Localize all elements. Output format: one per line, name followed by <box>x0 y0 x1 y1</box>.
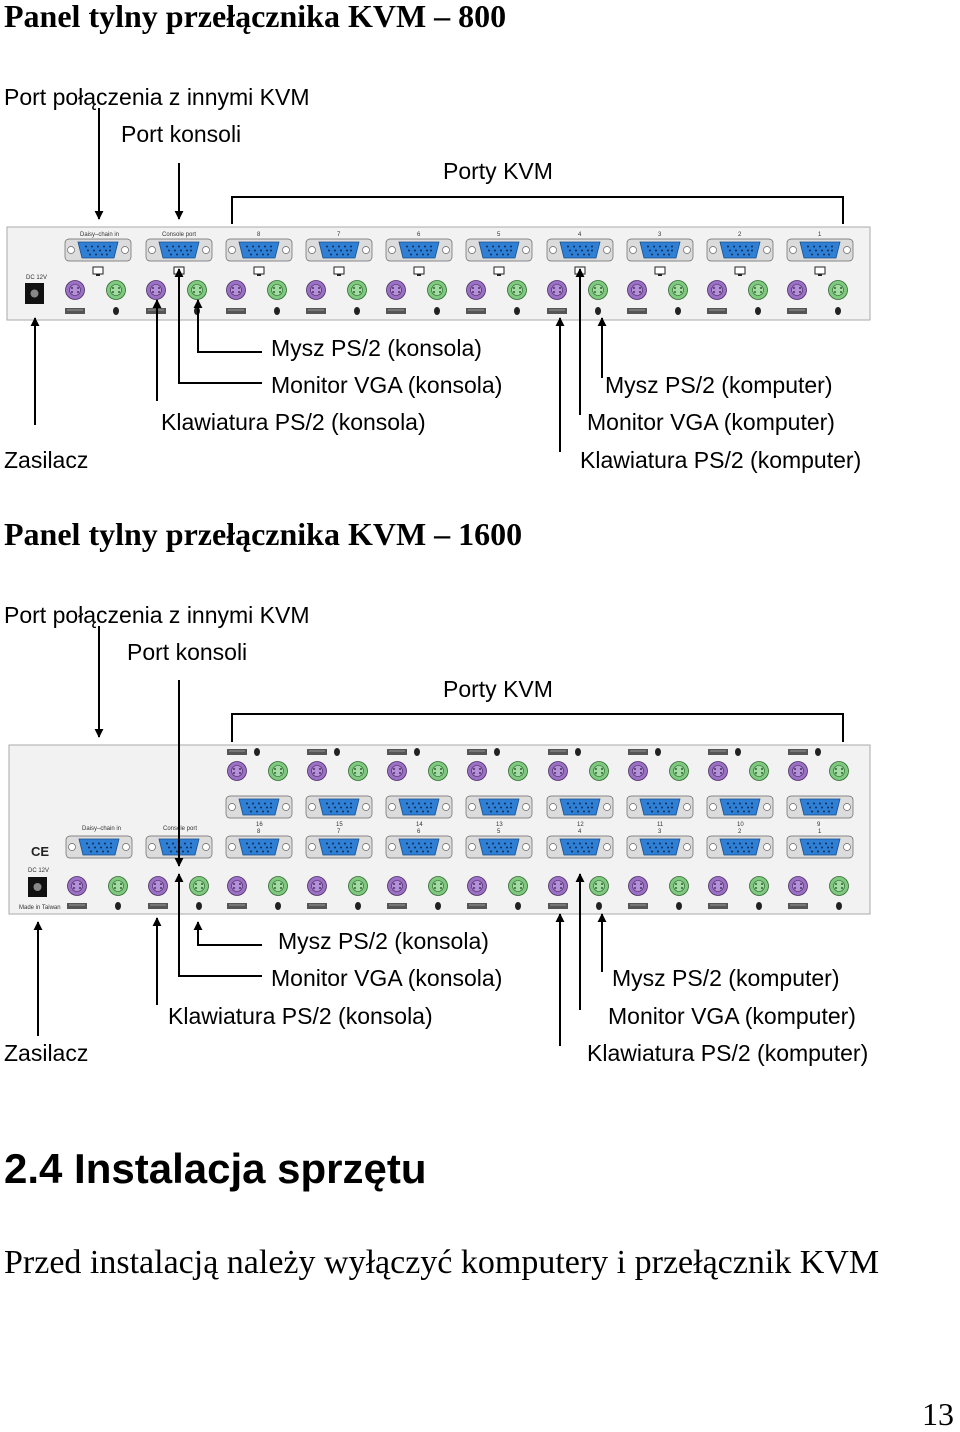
kvm-vga-port[interactable] <box>546 238 614 262</box>
kvm-vga-port[interactable] <box>305 238 373 262</box>
kvm-vga-port[interactable] <box>225 238 293 262</box>
kvm-vga-port[interactable] <box>786 795 854 819</box>
kvm-ports-1600: 168 157 146 135 124 113 102 91 <box>225 748 854 910</box>
kvm-vga-port[interactable] <box>225 795 293 819</box>
section-1600-title: Panel tylny przełącznika KVM – 1600 <box>4 516 523 552</box>
port-number: 3 <box>658 232 662 238</box>
port-number: 16 <box>256 822 263 828</box>
port-number: 2 <box>738 232 742 238</box>
callout-pc-mouse-1600: Mysz PS/2 (komputer) <box>612 965 840 991</box>
port-number: 10 <box>737 822 744 828</box>
page-number: 13 <box>922 1396 954 1432</box>
callout-console-port-800: Port konsoli <box>121 121 242 147</box>
kvm-vga-port[interactable] <box>465 835 533 859</box>
dc-label-800: DC 12V <box>26 275 47 281</box>
port-number: 5 <box>497 829 501 835</box>
port-number: 3 <box>658 829 662 835</box>
console-mouse-port-1600[interactable] <box>189 876 209 896</box>
callout-daisy-chain-1600: Port połączenia z innymi KVM <box>4 602 310 628</box>
daisy-label-800: Daisy–chain in <box>80 232 119 238</box>
made-label-1600: Made in Taiwan <box>19 905 61 911</box>
port-number: 4 <box>578 829 582 835</box>
kvm-vga-port[interactable] <box>305 795 373 819</box>
kvm-vga-port[interactable] <box>706 795 774 819</box>
kvm-ports-800: 8 7 6 5 4 3 2 1 <box>225 232 854 315</box>
callout-pc-mouse-800: Mysz PS/2 (komputer) <box>605 372 833 398</box>
port-number: 7 <box>337 232 341 238</box>
kvm-vga-port[interactable] <box>465 238 533 262</box>
port-number: 7 <box>337 829 341 835</box>
daisy-chain-port-1600[interactable] <box>65 835 133 859</box>
kvm-vga-port[interactable] <box>626 835 694 859</box>
console-keyboard-port-800[interactable] <box>146 280 166 300</box>
port-number: 13 <box>496 822 503 828</box>
callout-pc-vga-1600: Monitor VGA (komputer) <box>608 1003 856 1029</box>
daisy-chain-port-800[interactable] <box>64 238 132 262</box>
callout-arrows-800 <box>30 108 844 452</box>
port-number: 9 <box>817 822 821 828</box>
kvm-vga-port[interactable] <box>706 835 774 859</box>
port-number: 11 <box>657 822 664 828</box>
kvm-vga-port[interactable] <box>786 835 854 859</box>
callout-kvm-ports-1600: Porty KVM <box>443 676 553 702</box>
port-number: 15 <box>336 822 343 828</box>
callout-console-vga-1600: Monitor VGA (konsola) <box>271 965 503 991</box>
console-keyboard-port-1600[interactable] <box>148 876 168 896</box>
kvm-vga-port[interactable] <box>626 795 694 819</box>
port-number: 6 <box>417 232 421 238</box>
section-heading: 2.4 Instalacja sprzętu <box>4 1145 427 1192</box>
port-number: 12 <box>577 822 584 828</box>
port-number: 6 <box>417 829 421 835</box>
kvm-vga-port[interactable] <box>546 795 614 819</box>
callout-console-mouse-1600: Mysz PS/2 (konsola) <box>278 928 489 954</box>
kvm-vga-port[interactable] <box>305 835 373 859</box>
callout-kvm-ports-800: Porty KVM <box>443 158 553 184</box>
port-number: 8 <box>257 232 261 238</box>
ce-mark: CE <box>31 844 49 859</box>
callout-daisy-chain-800: Port połączenia z innymi KVM <box>4 84 310 110</box>
callout-power-800: Zasilacz <box>4 447 89 473</box>
kvm-vga-port[interactable] <box>465 795 533 819</box>
console-vga-port-800[interactable] <box>145 238 213 262</box>
port-number: 2 <box>738 829 742 835</box>
callout-console-keyboard-1600: Klawiatura PS/2 (konsola) <box>168 1003 433 1029</box>
console-label-1600: Console port <box>163 826 197 832</box>
kvm-vga-port[interactable] <box>626 238 694 262</box>
callout-pc-keyboard-800: Klawiatura PS/2 (komputer) <box>580 447 862 473</box>
port-number: 14 <box>416 822 423 828</box>
port-number: 1 <box>818 829 822 835</box>
intro-paragraph: Przed instalacją należy wyłączyć kompute… <box>4 1244 880 1281</box>
kvm-vga-port[interactable] <box>786 238 854 262</box>
panel-800: DC 12V Daisy–chain in Console port 8 7 6… <box>6 226 871 321</box>
callout-power-1600: Zasilacz <box>4 1040 89 1066</box>
kvm-vga-port[interactable] <box>706 238 774 262</box>
console-label-800: Console port <box>162 232 196 238</box>
port-number: 4 <box>578 232 582 238</box>
kvm-vga-port[interactable] <box>385 835 453 859</box>
panel-1600: CE DC 12V Made in Taiwan Daisy–chain in … <box>8 744 871 915</box>
callout-console-port-1600: Port konsoli <box>127 639 248 665</box>
callout-pc-keyboard-1600: Klawiatura PS/2 (komputer) <box>587 1040 869 1066</box>
port-number: 1 <box>818 232 822 238</box>
section-800-title: Panel tylny przełącznika KVM – 800 <box>4 0 507 34</box>
callout-arrows-1600 <box>33 626 844 1046</box>
callout-console-keyboard-800: Klawiatura PS/2 (konsola) <box>161 409 426 435</box>
dc-label-1600: DC 12V <box>28 868 49 874</box>
console-mouse-port-800[interactable] <box>187 280 207 300</box>
callout-console-vga-800: Monitor VGA (konsola) <box>271 372 503 398</box>
callout-console-mouse-800: Mysz PS/2 (konsola) <box>271 335 482 361</box>
callout-pc-vga-800: Monitor VGA (komputer) <box>587 409 835 435</box>
kvm-vga-port[interactable] <box>546 835 614 859</box>
kvm-vga-port[interactable] <box>385 238 453 262</box>
port-number: 5 <box>497 232 501 238</box>
daisy-label-1600: Daisy–chain in <box>82 826 121 832</box>
kvm-vga-port[interactable] <box>385 795 453 819</box>
kvm-vga-port[interactable] <box>225 835 293 859</box>
port-number: 8 <box>257 829 261 835</box>
